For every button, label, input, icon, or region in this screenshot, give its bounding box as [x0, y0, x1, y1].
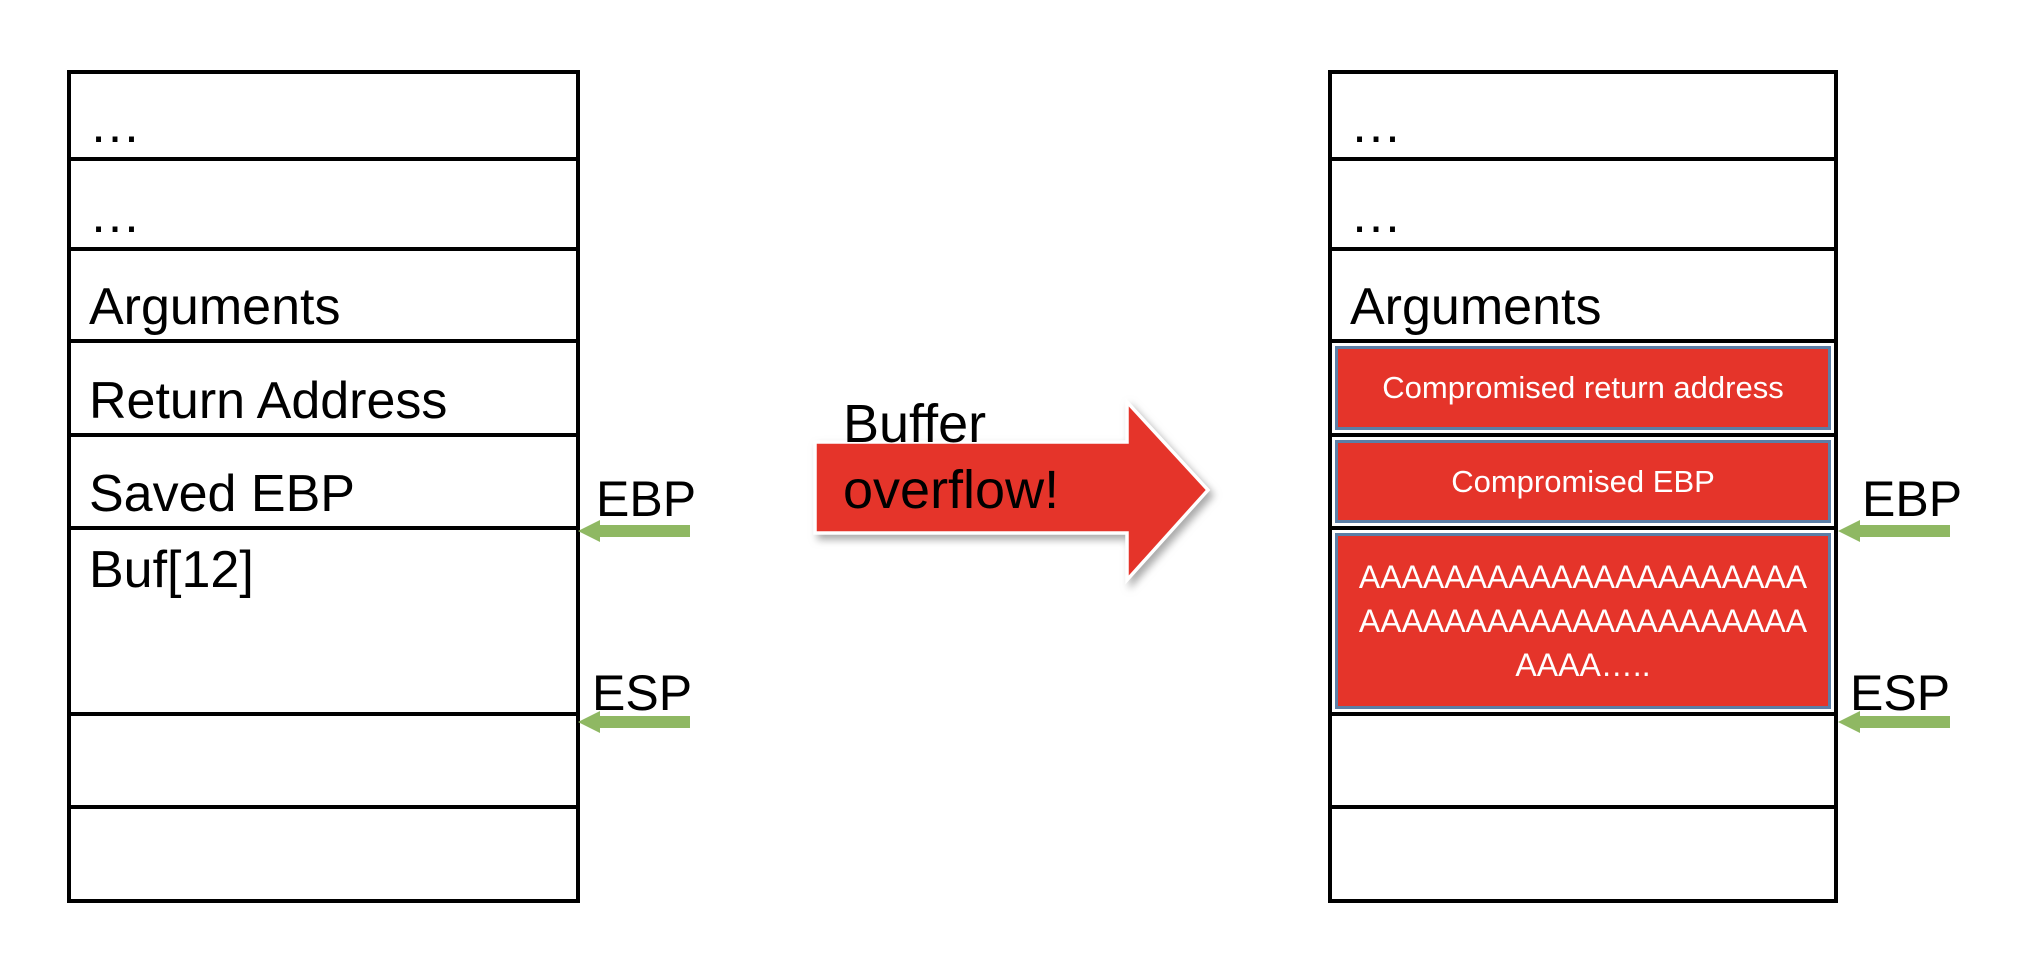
- stack-row: Compromised EBP: [1332, 437, 1834, 530]
- stack-cell-label: Arguments: [89, 278, 341, 336]
- stack-cell-label: Arguments: [1350, 278, 1602, 336]
- stack-cell-label: Saved EBP: [89, 465, 355, 523]
- stack-row: …: [1332, 74, 1834, 161]
- buffer-overflow-caption-line2: overflow!: [843, 460, 1060, 520]
- stack-row: Arguments: [71, 251, 576, 343]
- esp-pointer-arrow-icon: [578, 711, 690, 733]
- buffer-overflow-caption: Buffer overflow!: [843, 391, 1059, 523]
- ebp-label-left: EBP: [596, 471, 697, 527]
- stack-cell-label: Return Address: [89, 372, 448, 430]
- stack-row: Saved EBP: [71, 437, 576, 530]
- compromised-cell: Compromised return address: [1335, 346, 1831, 430]
- ebp-label-right: EBP: [1862, 471, 1963, 527]
- compromised-cell-line: AAAAAAAAAAAAAAAAAAAAA: [1358, 603, 1808, 639]
- buffer-overflow-arrow-icon: [813, 397, 1211, 585]
- ebp-pointer-arrow-icon: [578, 520, 690, 542]
- esp-label-right: ESP: [1850, 665, 1951, 721]
- stack-row: …: [71, 74, 576, 161]
- stack-row: [71, 809, 576, 899]
- stack-cell-label: …: [1350, 96, 1402, 154]
- compromised-cell-line: AAAAAAAAAAAAAAAAAAAAA: [1358, 559, 1808, 595]
- esp-pointer-arrow-icon: [1838, 711, 1950, 733]
- compromised-cell-line: Compromised EBP: [1451, 463, 1715, 499]
- stack-row: Compromised return address: [1332, 343, 1834, 437]
- stack-cell-label: …: [89, 186, 141, 244]
- stack-row: AAAAAAAAAAAAAAAAAAAAA AAAAAAAAAAAAAAAAAAA…: [1332, 530, 1834, 716]
- stack-row: …: [1332, 161, 1834, 251]
- ebp-pointer-arrow-icon: [1838, 520, 1950, 542]
- compromised-cell-line: AAAA…..: [1515, 647, 1651, 683]
- stack-row: [71, 716, 576, 809]
- stack-cell-label: …: [1350, 186, 1402, 244]
- stack-row: Buf[12]: [71, 530, 576, 716]
- compromised-cell-line: Compromised return address: [1382, 370, 1784, 405]
- compromised-cell: AAAAAAAAAAAAAAAAAAAAA AAAAAAAAAAAAAAAAAAA…: [1335, 533, 1831, 709]
- stack-row: [1332, 716, 1834, 809]
- stack-row: Return Address: [71, 343, 576, 437]
- compromised-cell: Compromised EBP: [1335, 440, 1831, 523]
- stack-cell-label: Buf[12]: [89, 541, 254, 599]
- stack-row: Arguments: [1332, 251, 1834, 343]
- stack-row: [1332, 809, 1834, 899]
- esp-label-left: ESP: [592, 665, 693, 721]
- buffer-overflow-caption-line1: Buffer: [843, 394, 987, 454]
- stack-row: …: [71, 161, 576, 251]
- stack-cell-label: …: [89, 96, 141, 154]
